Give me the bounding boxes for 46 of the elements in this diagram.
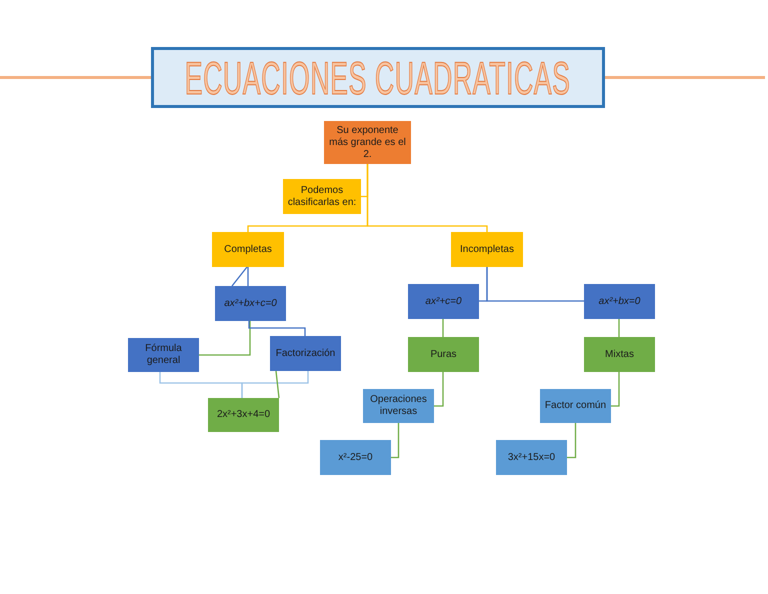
node-text: Incompletas — [460, 244, 514, 256]
concept-box — [128, 338, 199, 372]
concept-box — [496, 440, 567, 475]
connector-line — [248, 321, 306, 336]
node-text: ax²+bx=0 — [598, 296, 640, 308]
connector-line — [241, 371, 309, 398]
connector-line — [366, 164, 488, 232]
concept-box — [408, 337, 479, 372]
node-text: 2x²+3x+4=0 — [216, 409, 270, 421]
node-text: Factorización — [276, 348, 336, 360]
connector-line — [199, 321, 251, 356]
node-text: Operaciones inversas — [369, 394, 428, 418]
connector-line — [486, 267, 584, 302]
concept-box — [451, 232, 523, 267]
connector-line — [618, 319, 620, 337]
connector-line — [247, 267, 249, 286]
concept-box — [363, 389, 434, 423]
node-text: Mixtas — [605, 348, 634, 360]
node-text: ax²+bx+c=0 — [224, 298, 277, 310]
connector-line — [391, 423, 400, 458]
concept-box — [408, 284, 479, 319]
connector-line — [275, 370, 280, 398]
concept-box — [283, 179, 361, 214]
connector-line — [567, 423, 576, 458]
concept-box — [584, 337, 655, 372]
concept-box — [270, 336, 341, 371]
node-text: x²-25=0 — [338, 452, 373, 464]
concept-box — [584, 284, 655, 319]
connector-line — [434, 372, 444, 407]
node-text: Fórmula general — [144, 343, 183, 367]
connector-line — [231, 266, 248, 286]
node-text: Completas — [224, 244, 272, 256]
concept-box — [212, 232, 284, 267]
connector-line — [442, 319, 444, 337]
concept-box — [215, 286, 286, 321]
node-text: Su exponente más grande es el 2. — [328, 124, 407, 160]
node-text: Puras — [430, 348, 457, 360]
concept-box — [320, 440, 391, 475]
node-text: Factor común — [544, 400, 606, 412]
concept-box — [540, 389, 611, 423]
concept-box — [208, 398, 279, 432]
connector-line — [611, 372, 620, 407]
title-text: ECUACIONES CUADRATICAS — [185, 54, 571, 102]
node-text: Podemos clasificarlas en: — [286, 184, 358, 208]
node-text: 3x²+15x=0 — [508, 452, 556, 464]
node-text: ax²+c=0 — [425, 296, 462, 308]
